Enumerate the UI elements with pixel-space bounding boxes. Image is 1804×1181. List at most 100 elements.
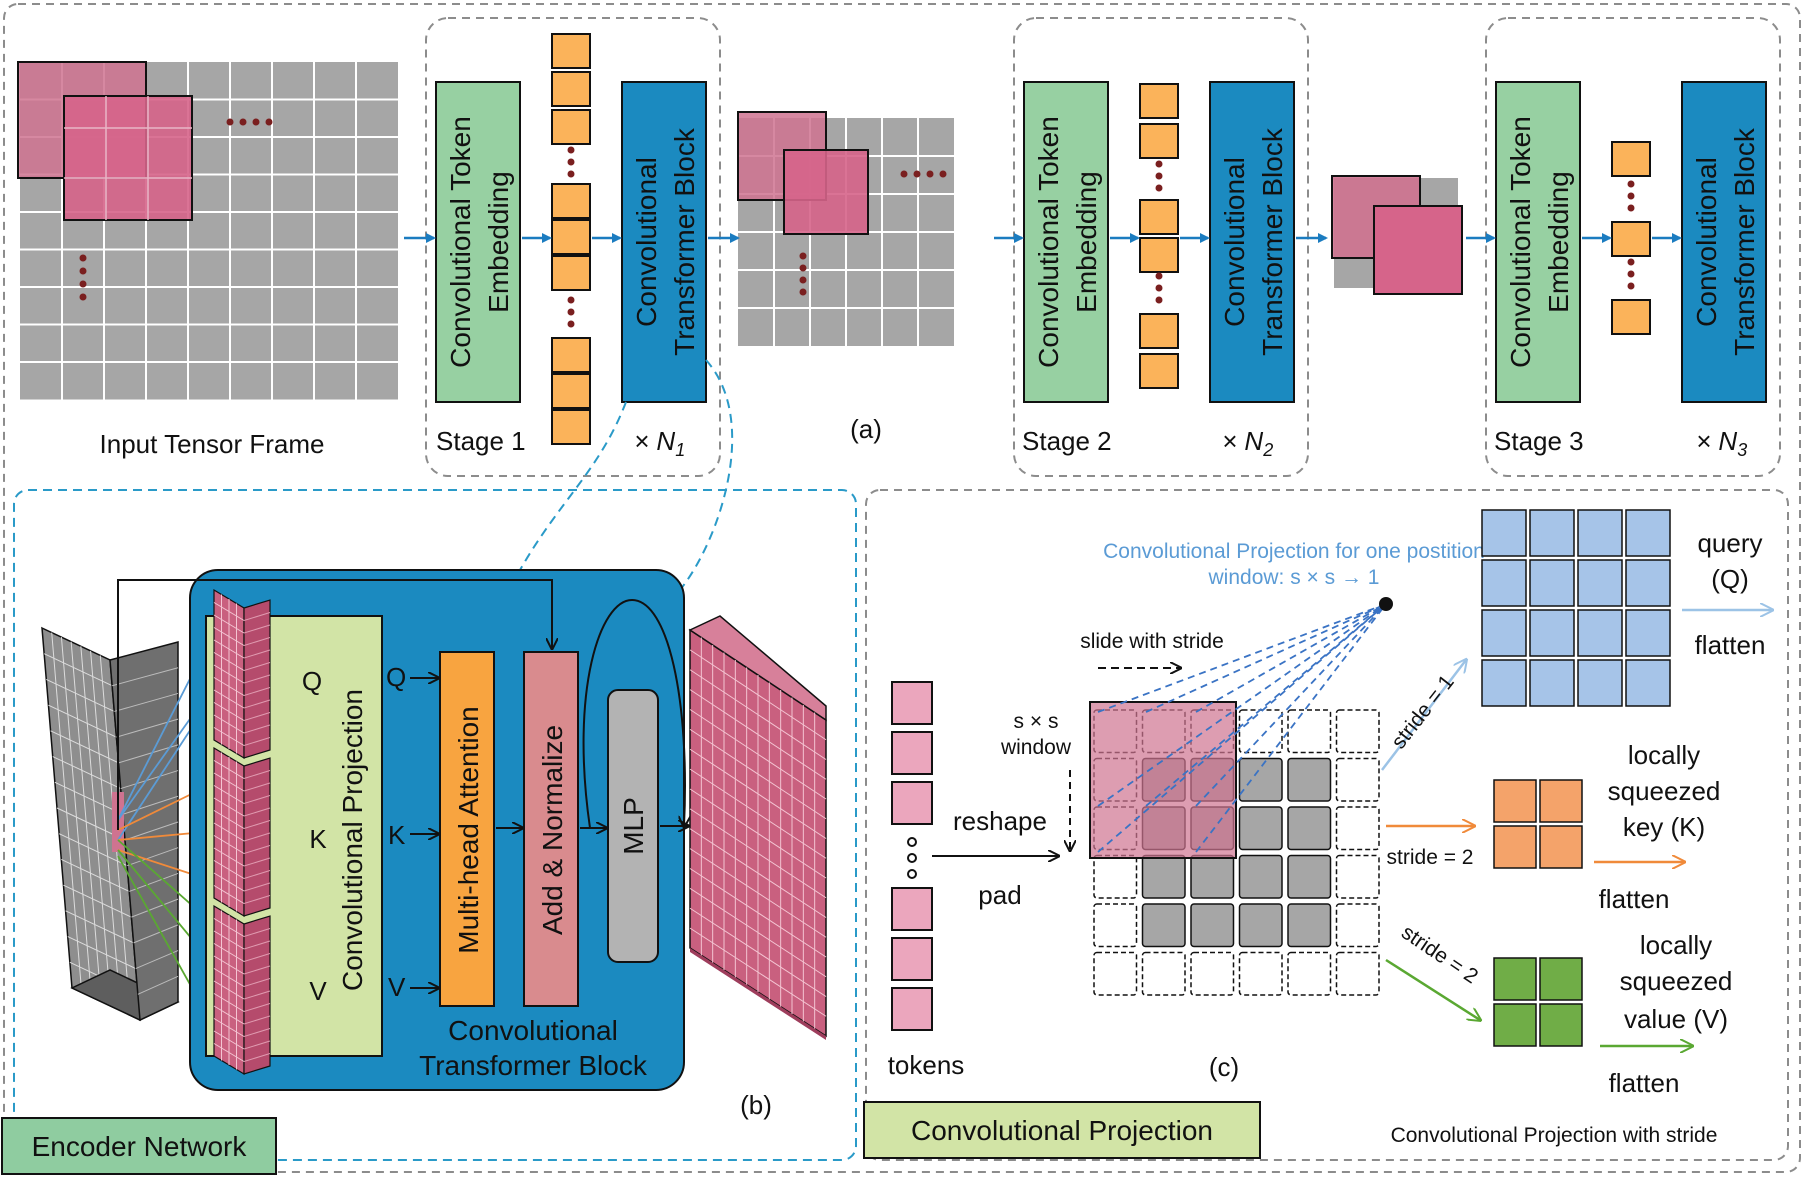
query-cell — [1529, 509, 1575, 557]
token — [1611, 221, 1651, 257]
token-ellipsis-dot — [1155, 184, 1163, 192]
query-cell — [1625, 659, 1671, 707]
slab-line — [243, 953, 271, 962]
key-cell — [1539, 779, 1583, 823]
token-column — [891, 681, 933, 1031]
reshape-label: reshape — [953, 806, 1047, 836]
value-cell — [1493, 957, 1537, 1001]
left-map-side-line — [129, 872, 179, 892]
slab-line — [243, 737, 271, 746]
slab-line — [243, 895, 271, 904]
query-cell — [1577, 659, 1623, 707]
stage-2-embedding-label-1: Convolutional Token — [1033, 116, 1064, 368]
panel-a: Input Tensor Frame Convolutional Token E… — [17, 17, 1781, 477]
slab-line — [243, 845, 271, 854]
slab-line — [243, 978, 271, 987]
value-label-2: squeezed — [1620, 966, 1733, 996]
left-map-side-line — [133, 924, 179, 944]
token — [1139, 353, 1179, 389]
value-grid — [1493, 957, 1583, 1047]
left-map-vline — [60, 637, 92, 998]
stage-2-repeat: × N2 — [1222, 426, 1273, 460]
slab-line — [243, 870, 271, 879]
slab-line — [243, 724, 271, 734]
key-grid — [1493, 779, 1583, 869]
stride-1-arrow — [1381, 660, 1466, 771]
key-label-2: squeezed — [1608, 776, 1721, 806]
left-map-hline — [52, 756, 121, 790]
token-ellipsis-dot — [1627, 192, 1635, 200]
token — [551, 255, 591, 291]
token-ellipsis-dot — [567, 146, 575, 154]
left-map-vline — [70, 641, 102, 1002]
stage-1-block-label-1: Convolutional — [631, 157, 662, 327]
left-map-hline — [63, 884, 132, 918]
projection-point — [1379, 597, 1393, 611]
left-map-side-line — [126, 847, 179, 867]
zoom-connector-2 — [679, 359, 734, 591]
pad-cell-value — [1238, 854, 1283, 899]
slab-line — [243, 1015, 271, 1025]
tokens-label: tokens — [888, 1050, 965, 1080]
qkv-slabs — [213, 588, 271, 1076]
residual-skip-1 — [117, 579, 552, 830]
query-cell — [1481, 509, 1527, 557]
pad-cell-padding — [1335, 854, 1380, 899]
slide-label: slide with stride — [1080, 630, 1224, 653]
token-ellipsis-dot — [1155, 296, 1163, 304]
token-ellipsis-dot — [567, 320, 575, 328]
pad-cell-padding — [1287, 709, 1332, 754]
slab-line — [243, 882, 271, 892]
q-arrow-label: Q — [386, 662, 406, 692]
slab-line — [243, 687, 271, 696]
left-map-side-line — [137, 975, 179, 995]
input-ellipsis-h — [226, 118, 273, 126]
query-cell — [1577, 609, 1623, 657]
value-cell — [1493, 1003, 1537, 1047]
token — [1139, 123, 1179, 159]
right-map-hline — [689, 788, 827, 879]
left-map-side-line — [120, 770, 179, 790]
pad-cell-value — [1238, 903, 1283, 948]
slab-line — [243, 940, 271, 950]
value-label-3: value (V) — [1624, 1004, 1728, 1034]
query-cell — [1481, 559, 1527, 607]
token-ellipsis-dot — [1155, 160, 1163, 168]
mid-ellipsis-h — [900, 170, 947, 178]
left-map-hline — [46, 678, 115, 712]
key-cell — [1539, 825, 1583, 869]
value-flatten-label: flatten — [1609, 1068, 1680, 1098]
token — [551, 109, 591, 145]
query-label-2: (Q) — [1711, 564, 1749, 594]
pad-cell-padding — [1093, 951, 1138, 996]
panel-b-frame — [13, 489, 857, 1161]
input-window-grid-lines — [64, 96, 192, 220]
slab-line — [243, 699, 271, 709]
input-tensor-label: Input Tensor Frame — [100, 429, 325, 459]
query-cell — [1481, 659, 1527, 707]
query-cell — [1625, 609, 1671, 657]
stage-3-block-label-1: Convolutional — [1691, 157, 1722, 327]
input-feature-map — [41, 619, 233, 1022]
c-token — [891, 937, 933, 981]
value-cell — [1539, 1003, 1583, 1047]
token — [551, 71, 591, 107]
right-map-hline — [689, 709, 827, 800]
c-token — [891, 887, 933, 931]
projection-lines — [1097, 603, 1387, 853]
query-grid — [1481, 509, 1671, 707]
right-map-hline — [689, 808, 827, 899]
left-map-hline — [65, 910, 134, 944]
query-cell — [1625, 509, 1671, 557]
stride-2-value-label: stride = 2 — [1397, 921, 1482, 989]
slab-line — [243, 782, 271, 792]
slab-line — [243, 674, 271, 684]
stage-1-tokens — [551, 33, 591, 445]
stage-2-name: Stage 2 — [1022, 426, 1112, 456]
mid-window-2 — [783, 149, 869, 235]
stage-1-name: Stage 1 — [436, 426, 526, 456]
stage-3-token-embedding — [1495, 81, 1581, 403]
pad-cell-padding — [1093, 854, 1138, 899]
key-flatten-label: flatten — [1599, 884, 1670, 914]
